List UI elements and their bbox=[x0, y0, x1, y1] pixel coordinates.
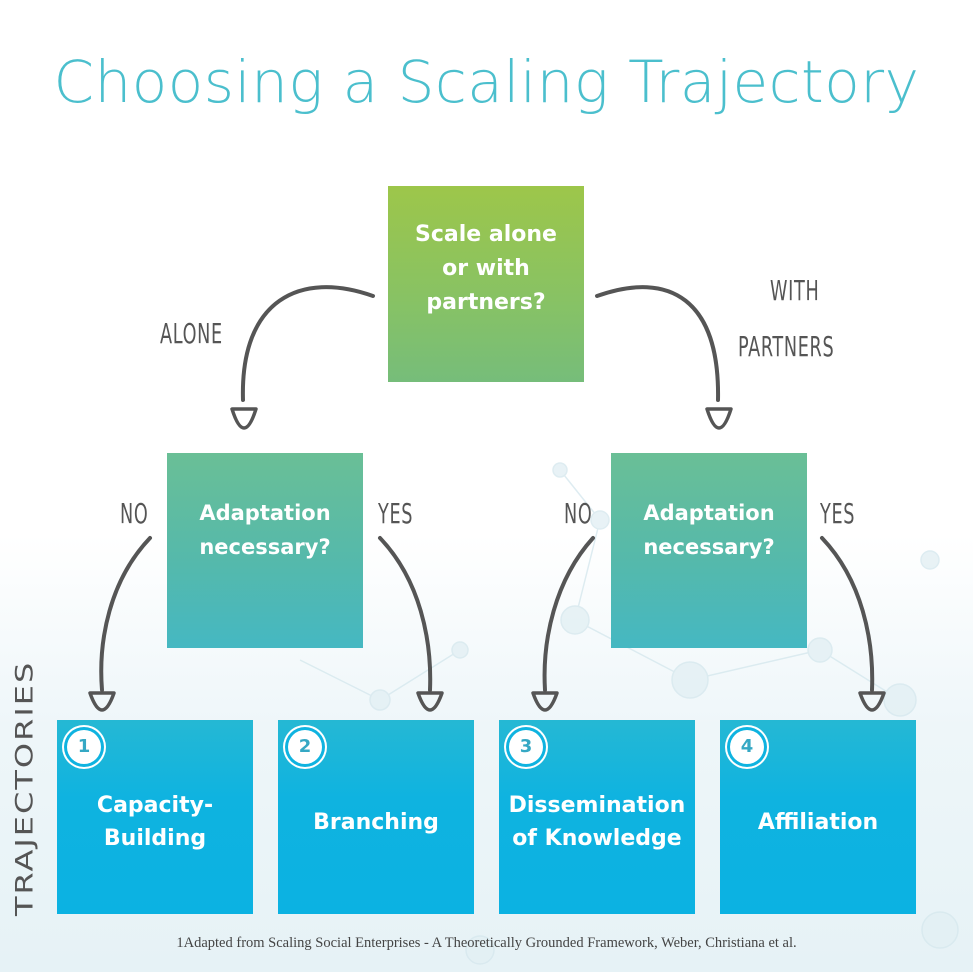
trajectory-line: Branching bbox=[313, 809, 439, 835]
footnote-citation: 1Adapted from Scaling Social Enterprises… bbox=[176, 935, 797, 951]
question-line: necessary? bbox=[643, 534, 775, 559]
trajectory-line: Building bbox=[103, 826, 207, 851]
page-title: Choosing a Scaling Trajectory bbox=[53, 48, 920, 116]
arrow-with-partners bbox=[595, 285, 721, 402]
adaptation-question-alone: Adaptation necessary? bbox=[167, 453, 363, 648]
arrow-alone bbox=[240, 285, 375, 402]
trajectory-capacity-building: 1 Capacity- Building bbox=[57, 720, 253, 914]
number-badge: 4 bbox=[730, 730, 764, 764]
question-line: necessary? bbox=[199, 534, 331, 559]
question-line: Adaptation bbox=[199, 500, 331, 525]
question-line: Adaptation bbox=[643, 500, 775, 525]
arrowhead-right-no bbox=[531, 691, 559, 712]
trajectory-affiliation: 4 Affiliation bbox=[720, 720, 916, 914]
label-left-yes: YES bbox=[378, 497, 414, 530]
label-right-no: NO bbox=[564, 497, 593, 530]
trajectory-dissemination: 3 Dissemination of Knowledge bbox=[499, 720, 695, 914]
trajectory-line: Dissemination bbox=[508, 793, 686, 818]
trajectory-branching: 2 Branching bbox=[278, 720, 474, 914]
trajectory-line: Capacity- bbox=[96, 793, 214, 818]
label-with-partners-line1: WITH bbox=[770, 274, 820, 307]
root-question-line: Scale alone bbox=[415, 222, 557, 247]
arrowhead-left-yes bbox=[416, 691, 444, 712]
trajectory-line: of Knowledge bbox=[512, 826, 682, 851]
label-left-no: NO bbox=[120, 497, 149, 530]
arrow-left-yes bbox=[378, 536, 433, 692]
arrowhead-right-yes bbox=[858, 691, 886, 712]
arrow-left-no bbox=[99, 536, 152, 692]
root-question-line: partners? bbox=[426, 290, 546, 315]
number-badge: 2 bbox=[288, 730, 322, 764]
root-question-box: Scale alone or with partners? bbox=[388, 186, 584, 382]
trajectories-label: TRAJECTORIES bbox=[10, 660, 39, 916]
number-badge: 3 bbox=[509, 730, 543, 764]
number-badge: 1 bbox=[67, 730, 101, 764]
label-right-yes: YES bbox=[820, 497, 856, 530]
adaptation-question-partners: Adaptation necessary? bbox=[611, 453, 807, 648]
arrowhead-left-no bbox=[88, 691, 116, 712]
label-with-partners-line2: PARTNERS bbox=[738, 330, 835, 363]
label-alone: ALONE bbox=[160, 317, 223, 350]
root-question-line: or with bbox=[442, 256, 530, 281]
arrow-right-no bbox=[542, 536, 595, 692]
trajectory-line: Affiliation bbox=[757, 809, 879, 835]
arrowhead-with-partners bbox=[705, 407, 733, 430]
arrow-right-yes bbox=[820, 536, 875, 692]
arrowhead-alone bbox=[230, 407, 258, 430]
